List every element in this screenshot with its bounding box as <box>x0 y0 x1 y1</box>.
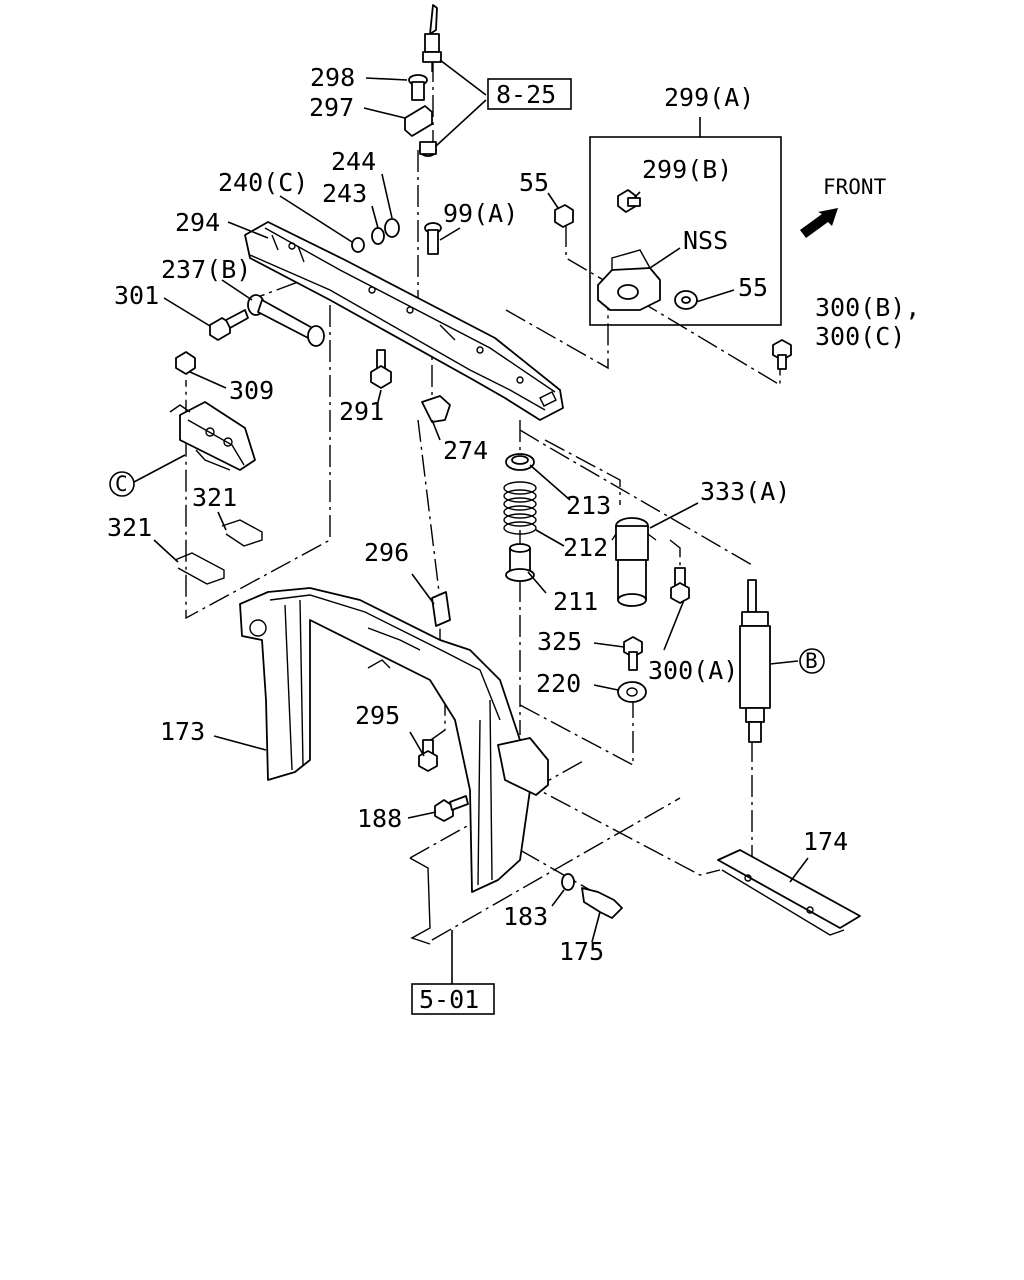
clip-321-lower <box>174 552 225 585</box>
label-321-lower: 321 <box>107 513 152 542</box>
label-299b: 299(B) <box>642 155 732 184</box>
bolt-295 <box>418 739 438 772</box>
label-298: 298 <box>310 63 355 92</box>
label-299a: 299(A) <box>664 83 754 112</box>
washers-243-244 <box>351 218 400 253</box>
ref-box-8-25 <box>487 78 572 110</box>
label-325: 325 <box>537 627 582 656</box>
bolt-188 <box>434 795 469 822</box>
bracket-274 <box>421 395 451 423</box>
label-294: 294 <box>175 208 220 237</box>
label-243: 243 <box>322 179 367 208</box>
label-274: 274 <box>443 436 488 465</box>
callout-c-text: C <box>115 472 128 496</box>
label-220: 220 <box>536 669 581 698</box>
bolt-99a <box>424 222 442 255</box>
callout-circle-b <box>799 648 825 674</box>
washer-220 <box>617 681 647 703</box>
label-300bc-2: 300(C) <box>815 322 905 351</box>
label-237b: 237(B) <box>161 255 251 284</box>
frame-173 <box>239 587 549 893</box>
label-295: 295 <box>355 701 400 730</box>
nut-309 <box>175 351 196 375</box>
label-291: 291 <box>339 397 384 426</box>
bolt-175 <box>581 887 623 919</box>
label-213: 213 <box>566 491 611 520</box>
label-55-right: 55 <box>738 273 768 302</box>
label-240c: 240(C) <box>218 168 308 197</box>
label-211: 211 <box>553 587 598 616</box>
seat-213 <box>505 453 535 471</box>
label-212: 212 <box>563 533 608 562</box>
bolt-300b <box>772 339 792 370</box>
bolt-301 <box>209 309 249 341</box>
label-333a: 333(A) <box>700 477 790 506</box>
label-55-top: 55 <box>519 168 549 197</box>
damper-333a <box>611 517 657 607</box>
label-nss: NSS <box>683 226 728 255</box>
rod-237b <box>247 294 325 347</box>
shock-absorber <box>739 579 771 743</box>
label-301: 301 <box>114 281 159 310</box>
chassis-frame <box>409 857 431 945</box>
label-244: 244 <box>331 147 376 176</box>
front-arrow-icon <box>800 208 838 238</box>
bumper-211 <box>505 543 535 582</box>
label-99a: 99(A) <box>443 199 518 228</box>
label-300a: 300(A) <box>648 656 738 685</box>
bracket-296 <box>431 591 451 627</box>
label-173: 173 <box>160 717 205 746</box>
callout-b-text: B <box>805 649 818 673</box>
label-183: 183 <box>503 902 548 931</box>
bracket-174 <box>717 849 861 936</box>
collar-part <box>419 141 437 157</box>
bolt-325 <box>623 636 643 671</box>
bolt-298 <box>408 74 428 101</box>
assembly-box-299a <box>589 117 782 326</box>
label-leaders <box>133 59 809 984</box>
spring-212 <box>503 481 537 535</box>
label-175: 175 <box>559 937 604 966</box>
sensor-part <box>422 4 442 72</box>
label-297: 297 <box>309 93 354 122</box>
bolt-291 <box>370 349 392 389</box>
label-321-upper: 321 <box>192 483 237 512</box>
ref-box-5-01 <box>411 983 495 1015</box>
bolt-300a <box>670 567 690 604</box>
label-296: 296 <box>364 538 409 567</box>
latch-assembly <box>169 401 256 471</box>
washer-183 <box>561 873 575 891</box>
label-188: 188 <box>357 804 402 833</box>
crossmember-294 <box>244 221 564 421</box>
label-ref-5-01[interactable]: 5-01 <box>419 985 479 1014</box>
clip-321-upper <box>221 519 263 547</box>
nut-55-top <box>554 204 574 228</box>
label-174: 174 <box>803 827 848 856</box>
clip-297 <box>404 105 433 137</box>
label-300bc-1: 300(B), <box>815 293 920 322</box>
label-ref-8-25[interactable]: 8-25 <box>496 80 556 109</box>
label-309: 309 <box>229 376 274 405</box>
callout-circle-c <box>109 471 135 497</box>
label-front: FRONT <box>823 175 887 199</box>
